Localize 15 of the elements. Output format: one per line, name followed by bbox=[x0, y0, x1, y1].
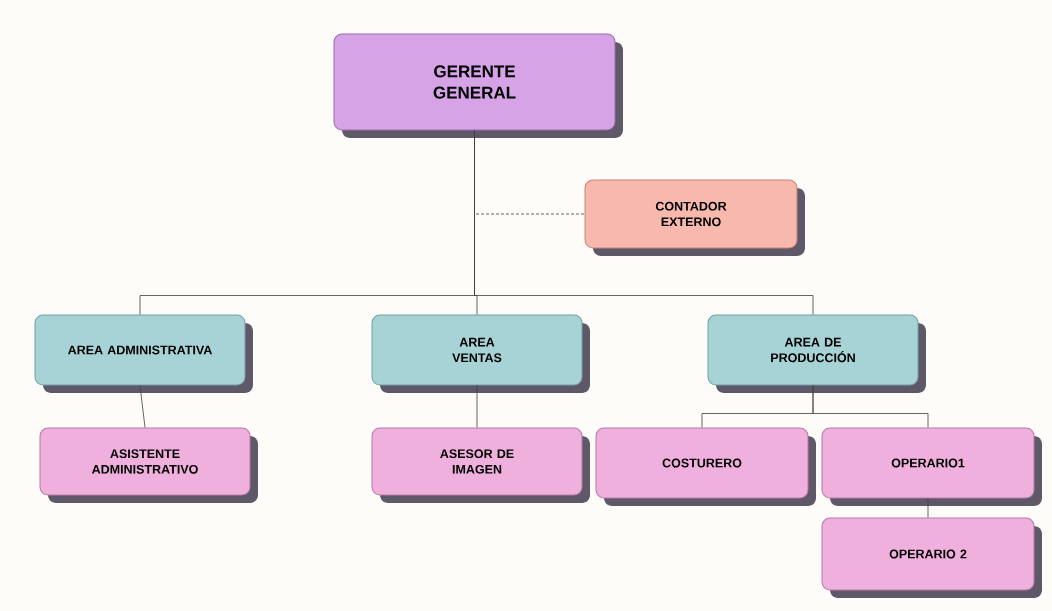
area-box: AREA VENTAS bbox=[371, 314, 590, 393]
manager-box: GERENTE GENERAL bbox=[333, 33, 623, 138]
role-box: COSTURERO bbox=[595, 427, 816, 506]
role-box: OPERARIO 2 bbox=[821, 517, 1042, 598]
area-box: AREA DE PRODUCCIÓN bbox=[707, 314, 926, 393]
connector-line bbox=[927, 498, 929, 518]
area-box: AREA ADMINISTRATIVA bbox=[34, 314, 253, 393]
connector-line bbox=[476, 385, 478, 428]
connector-line bbox=[812, 385, 929, 428]
role-box: ASESOR DE IMAGEN bbox=[371, 427, 590, 503]
role-box: OPERARIO1 bbox=[821, 427, 1042, 506]
connector-line bbox=[474, 130, 814, 315]
role-box: ASISTENTE ADMINISTRATIVO bbox=[39, 427, 258, 503]
connector-line bbox=[139, 385, 146, 428]
role-box: CONTADOR EXTERNO bbox=[584, 179, 805, 256]
